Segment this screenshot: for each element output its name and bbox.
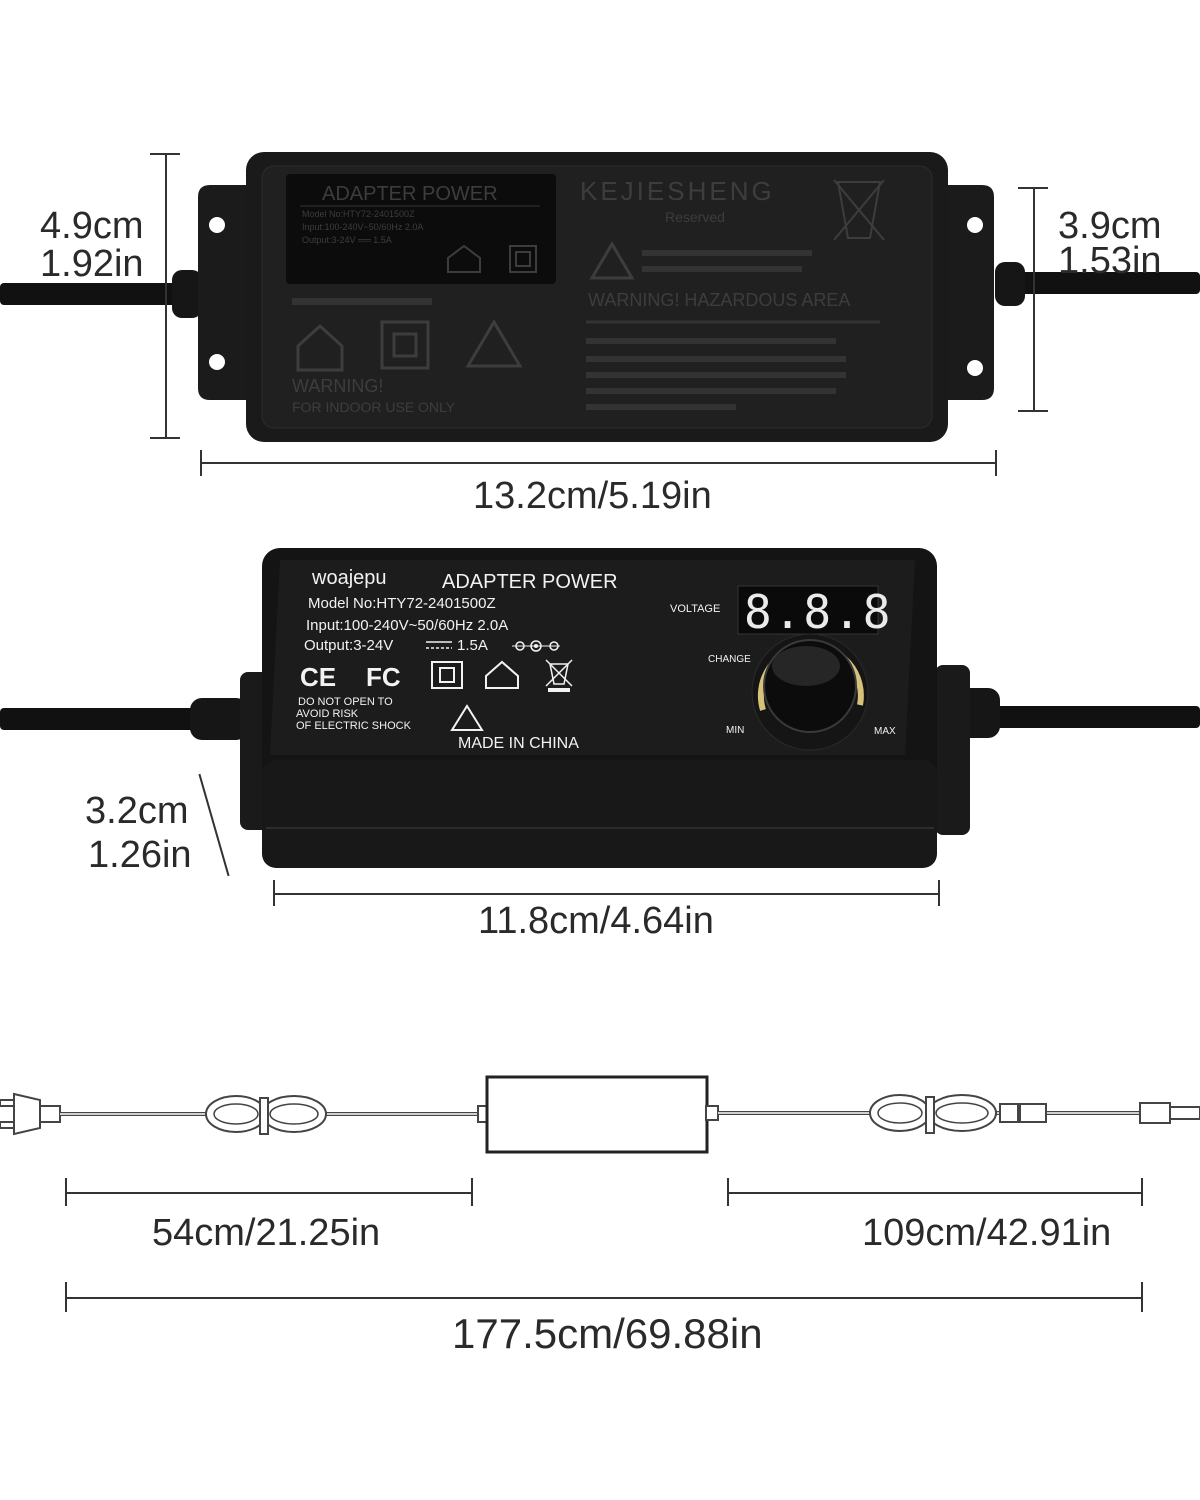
coiled-cable-left	[205, 1095, 327, 1135]
dim-line-total	[65, 1297, 1143, 1299]
top-height-right-in: 1.53in	[1058, 240, 1162, 282]
front-left-cable	[0, 708, 200, 730]
dim-cap	[471, 1178, 473, 1206]
top-label-line: Model No:HTY72-2401500Z	[302, 209, 415, 219]
warning-line: AVOID RISK	[296, 708, 359, 720]
dim-line-left-cable	[65, 1192, 473, 1194]
top-right-mount-tab	[940, 185, 994, 400]
dim-cap	[150, 437, 180, 439]
embossed-square-icon	[380, 320, 430, 370]
input-spec: Input:100-240V~50/60Hz 2.0A	[306, 617, 508, 634]
top-right-cable	[1000, 272, 1200, 294]
dim-line-top-width	[200, 462, 997, 464]
dim-cap	[65, 1282, 67, 1312]
embossed-indoor-text: FOR INDOOR USE ONLY	[292, 399, 456, 415]
adapter-box-outline	[485, 1075, 709, 1154]
dim-cap	[200, 450, 202, 476]
top-right-strain-relief	[995, 262, 1025, 306]
dim-cap	[1018, 410, 1048, 412]
made-in-text: MADE IN CHINA	[458, 735, 579, 752]
output-current: 1.5A	[457, 637, 488, 654]
mount-hole	[967, 360, 983, 376]
embossed-sub: Reserved	[665, 209, 725, 225]
top-label-line: Input:100-240V~50/60Hz 2.0A	[302, 222, 423, 232]
dim-cap	[65, 1178, 67, 1206]
front-width-text: 11.8cm/4.64in	[478, 900, 714, 942]
weee-icon	[549, 663, 569, 685]
front-right-cable	[990, 706, 1200, 728]
top-label-title: ADAPTER POWER	[322, 183, 498, 205]
embossed-warning-text: WARNING!	[292, 376, 383, 396]
model-number: Model No:HTY72-2401500Z	[308, 595, 496, 612]
label-title: ADAPTER POWER	[442, 571, 618, 593]
front-right-mount-tab	[935, 665, 970, 835]
indoor-house-icon	[485, 660, 519, 689]
front-adapter-base	[262, 760, 937, 868]
left-cable-length: 54cm/21.25in	[152, 1212, 381, 1254]
embossed-warning-icon	[589, 241, 635, 280]
dc-plug-icon	[1139, 1102, 1200, 1124]
warning-triangle-icon	[450, 704, 484, 731]
dim-line-right-cable	[727, 1192, 1143, 1194]
mount-hole	[209, 217, 225, 233]
dim-cap	[727, 1178, 729, 1206]
dc-splitter	[999, 1103, 1047, 1123]
dim-line-top-right-height	[1033, 187, 1035, 412]
embossed-warning-area: WARNING! HAZARDOUS AREA	[588, 290, 850, 310]
warning-line: OF ELECTRIC SHOCK	[296, 720, 412, 732]
output-spec: Output:3-24V	[304, 637, 393, 654]
embossed-brand: KEJIESHENG	[580, 176, 775, 206]
top-height-right-cm: 3.9cm	[1058, 205, 1162, 247]
top-label-line: Output:3-24V ══ 1.5A	[302, 235, 392, 245]
embossed-house-icon	[296, 323, 344, 372]
top-left-mount-tab	[198, 185, 250, 400]
front-height-in: 1.26in	[88, 834, 192, 876]
voltage-label: VOLTAGE	[670, 603, 720, 615]
fc-mark: FC	[366, 662, 401, 692]
front-left-strain-relief	[190, 698, 248, 740]
change-label: CHANGE	[708, 654, 751, 665]
dim-line-front-width	[273, 893, 940, 895]
brand-name: woajepu	[311, 567, 387, 589]
mount-hole	[967, 217, 983, 233]
total-length: 177.5cm/69.88in	[452, 1310, 763, 1357]
dim-cap	[1141, 1282, 1143, 1312]
right-cable-length: 109cm/42.91in	[862, 1212, 1112, 1254]
front-height-cm: 3.2cm	[85, 790, 189, 832]
double-insulation-icon	[431, 661, 463, 689]
top-height-left-cm: 4.9cm	[40, 205, 144, 247]
plug-icon	[0, 1092, 61, 1136]
indoor-house-icon	[447, 244, 481, 273]
top-left-cable	[0, 283, 200, 305]
dim-cap	[1141, 1178, 1143, 1206]
top-label-sticker	[286, 174, 556, 284]
dim-cap	[273, 880, 275, 906]
embossed-weee-icon	[836, 181, 882, 239]
coiled-cable-right	[869, 1094, 997, 1134]
dim-cap	[995, 450, 997, 476]
min-label: MIN	[726, 725, 744, 736]
display-digits: 8.8.8	[744, 585, 892, 639]
dim-cap	[1018, 187, 1048, 189]
top-left-strain-relief	[172, 270, 202, 318]
dim-line-top-left-height	[165, 153, 167, 439]
warning-line: DO NOT OPEN TO	[298, 696, 393, 708]
dim-cap	[150, 153, 180, 155]
ce-mark: CE	[300, 662, 336, 692]
voltage-display	[737, 585, 879, 635]
top-height-left-in: 1.92in	[40, 243, 144, 285]
dim-cap	[938, 880, 940, 906]
max-label: MAX	[874, 726, 896, 737]
mount-hole	[209, 354, 225, 370]
double-insulation-icon	[509, 245, 537, 273]
embossed-triangle-icon	[465, 319, 523, 368]
top-width-text: 13.2cm/5.19in	[473, 475, 712, 517]
